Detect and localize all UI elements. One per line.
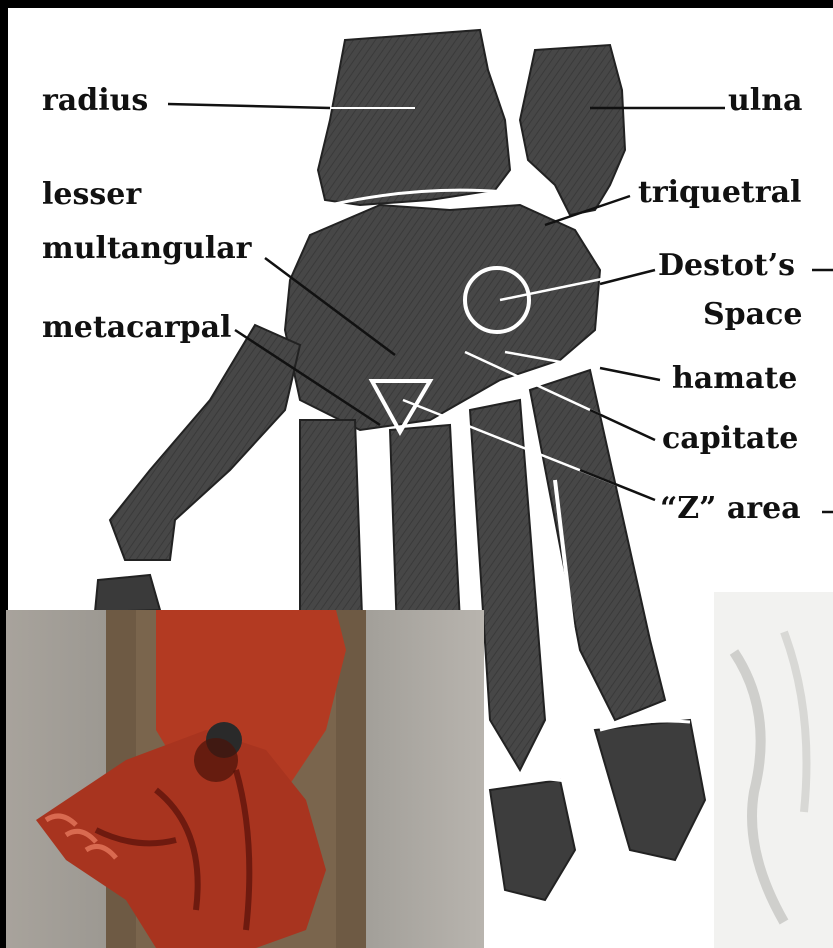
faint-sketch-panel: [714, 592, 833, 948]
thumb-phalanx-bone: [95, 575, 160, 612]
label-multangular: multangular: [42, 234, 252, 264]
faint-sketch-illustration: [714, 592, 833, 948]
label-lesser: lesser: [42, 180, 141, 210]
feet-photo-illustration: [6, 610, 484, 948]
label-space: Space: [703, 300, 802, 330]
label-metacarpal: metacarpal: [42, 313, 231, 343]
radius-bone: [318, 30, 510, 205]
phalanx-bone-1: [490, 780, 575, 900]
thumb-metacarpal-bone: [110, 325, 300, 560]
nail-wound: [194, 738, 238, 782]
label-triquetral: triquetral: [638, 178, 801, 208]
label-hamate: hamate: [672, 364, 797, 394]
label-radius: radius: [42, 86, 148, 116]
phalanx-bone-2: [595, 720, 705, 860]
label-ulna: ulna: [728, 86, 802, 116]
metacarpal-bone-5: [530, 370, 665, 720]
crucifixion-feet-photo: [6, 610, 484, 948]
ulna-bone: [520, 45, 625, 215]
label-capitate: capitate: [662, 424, 798, 454]
label-z-area: “Z” area: [660, 494, 801, 524]
label-destots: Destot’s: [658, 251, 795, 281]
